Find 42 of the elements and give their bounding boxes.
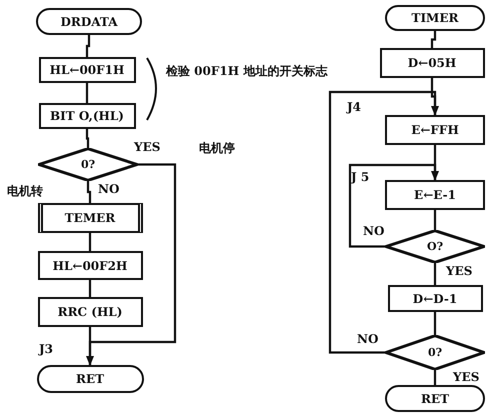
process-box: HL←00F2H	[38, 251, 142, 280]
connector-line	[434, 370, 436, 385]
decision-diamond: 0?	[385, 335, 485, 370]
arrow	[328, 90, 439, 354]
process-box: D←D-1	[388, 285, 482, 312]
connector-line	[434, 312, 436, 335]
process-box: D←05H	[380, 48, 484, 78]
connector-line	[434, 210, 436, 230]
connector-line	[86, 83, 88, 103]
decision-diamond: O?	[385, 230, 485, 263]
terminal-box: RET	[36, 365, 144, 393]
arrow	[86, 163, 176, 366]
terminal-box: TIMER	[385, 5, 485, 31]
subroutine-box: TEMER	[38, 203, 142, 233]
edge-label: YES	[133, 140, 162, 154]
connector-line	[430, 31, 436, 48]
junction-label: J 5	[350, 170, 370, 184]
process-box: BIT O,(HL)	[38, 103, 136, 129]
junction-label: J3	[38, 342, 54, 356]
process-box: RRC (HL)	[38, 297, 142, 327]
annotation-text: 电机转	[6, 183, 44, 200]
connector-line	[434, 263, 436, 285]
edge-label: YES	[452, 370, 480, 384]
annotation-text: 电机停	[198, 140, 236, 157]
connector-line	[86, 129, 90, 148]
edge-label: NO	[97, 182, 120, 196]
process-box: HL←00F1H	[38, 57, 136, 83]
arrow	[348, 164, 439, 248]
edge-label: NO	[356, 332, 380, 346]
edge-label: NO	[362, 224, 386, 238]
connector-line	[86, 35, 90, 57]
annotation-text: 检验 00F1H 地址的开关标志	[165, 63, 328, 80]
edge-label: YES	[445, 264, 474, 278]
junction-label: J4	[346, 100, 362, 114]
terminal-box: DRDATA	[36, 8, 142, 35]
connector-line	[88, 280, 92, 297]
process-box: E←E-1	[385, 180, 485, 210]
process-box: E←FFH	[385, 115, 485, 145]
connector-line	[86, 181, 92, 203]
connector-line	[88, 233, 92, 251]
connector-line	[88, 327, 92, 365]
terminal-box: RET	[385, 385, 485, 412]
